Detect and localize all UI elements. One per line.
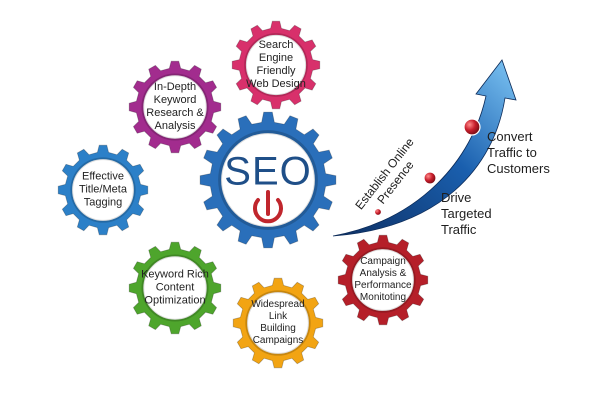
gear-label-link-building: Widespread Link Building Campaigns (251, 299, 305, 346)
milestone-dot-convert (463, 118, 481, 136)
gear-link-building (232, 277, 324, 369)
gear-campaign-analysis (337, 234, 429, 326)
gear-keyword-research (128, 60, 222, 154)
gear-center-seo (199, 111, 337, 249)
milestone-drive-targeted-traffic: Drive Targeted Traffic (441, 190, 492, 237)
gear-label-search-engine-friendly-web-design: Search Engine Friendly Web Design (246, 39, 306, 90)
power-icon (253, 190, 283, 224)
gear-title-meta-tagging (57, 144, 149, 236)
milestone-dot-drive (423, 171, 437, 185)
gear-label-content-optimization: Keyword Rich Content Optimization (141, 268, 209, 307)
gear-label-title-meta-tagging: Effective Title/Meta Tagging (79, 170, 127, 209)
seo-title: SEO (224, 149, 312, 194)
milestone-convert-traffic: Convert Traffic to Customers (487, 129, 550, 176)
gear-label-keyword-research: In-Depth Keyword Research & Analysis (146, 81, 204, 132)
gear-label-campaign-analysis: Campaign Analysis & Performance Monitoti… (354, 256, 412, 303)
gear-search-engine-friendly-web-design (231, 20, 321, 110)
growth-arrow (332, 59, 517, 237)
milestone-dot-establish (373, 207, 383, 217)
gear-content-optimization (128, 241, 222, 335)
